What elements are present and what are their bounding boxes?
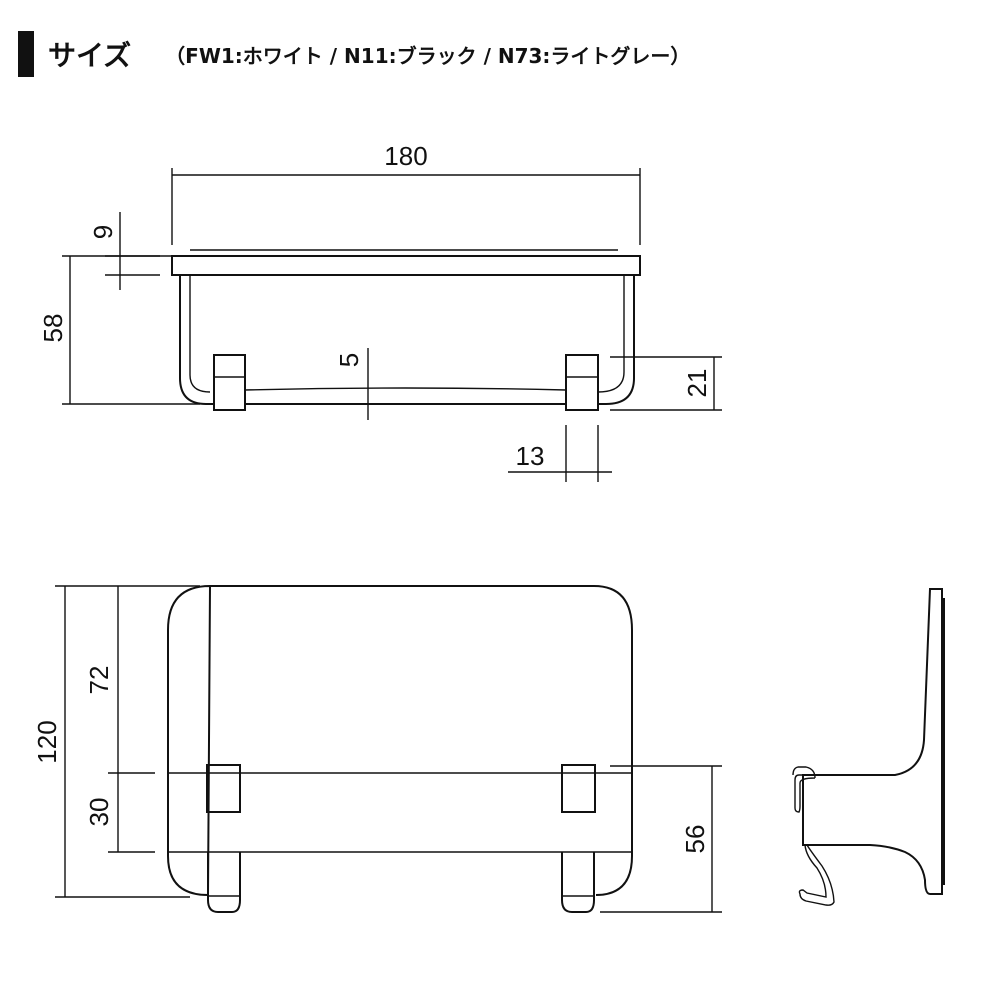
dim-180: 180 — [384, 141, 427, 171]
side-view — [792, 588, 945, 906]
section-title: サイズ — [48, 39, 132, 72]
front-view — [167, 584, 633, 913]
leg-right — [565, 354, 599, 411]
top-view-dimensions: 180 9 58 5 21 13 — [38, 141, 722, 482]
color-variants: （FW1:ホワイト / N11:ブラック / N73:ライトグレー） — [165, 43, 691, 68]
dim-13: 13 — [516, 441, 545, 471]
section-header: サイズ （FW1:ホワイト / N11:ブラック / N73:ライトグレー） — [18, 30, 690, 78]
dim-120: 120 — [32, 720, 62, 763]
dim-30: 30 — [84, 798, 114, 827]
dim-21: 21 — [682, 369, 712, 398]
dim-9: 9 — [88, 225, 118, 239]
header-accent-bar — [18, 31, 34, 77]
top-view — [171, 249, 641, 411]
front-view-dimensions: 120 72 30 56 — [32, 585, 722, 913]
dim-58: 58 — [38, 314, 68, 343]
leg-left — [213, 354, 246, 411]
dim-72: 72 — [84, 666, 114, 695]
dim-56: 56 — [680, 825, 710, 854]
dim-5: 5 — [334, 353, 364, 367]
